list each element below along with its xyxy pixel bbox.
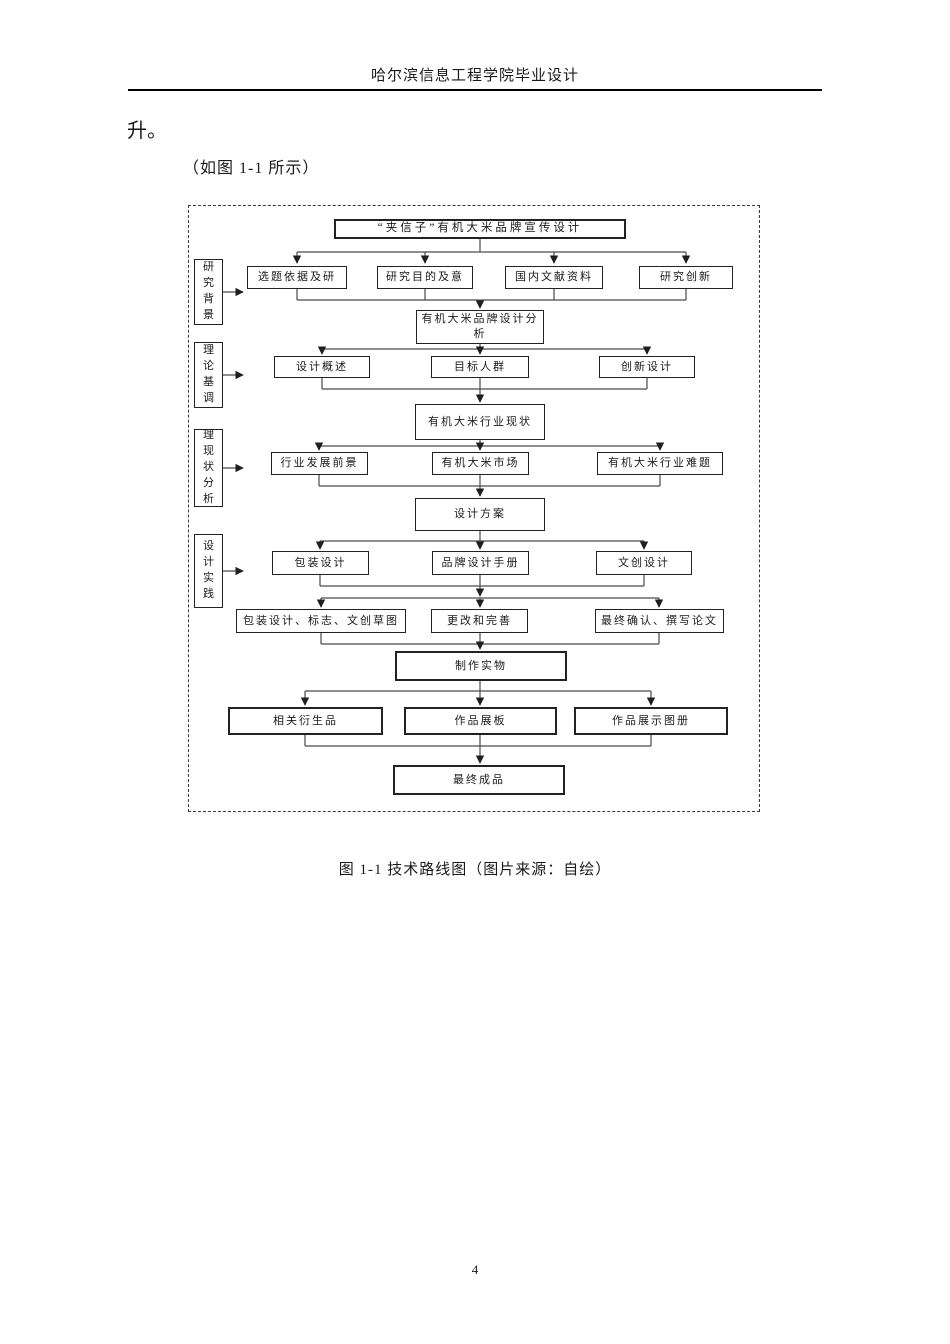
- flow-node-research-purpose: 研究目的及意: [377, 266, 473, 289]
- flow-node-physical-production: 制作实物: [395, 651, 567, 681]
- side-label-status-analysis: 理 现 状 分 析: [194, 429, 223, 507]
- flow-node-industry-prospects: 行业发展前景: [271, 452, 368, 475]
- flow-node-packaging-design: 包装设计: [272, 551, 369, 575]
- side-label-research-background: 研 究 背 景: [194, 259, 223, 325]
- flow-node-cultural-creative-design: 文创设计: [596, 551, 692, 575]
- flow-node-exhibition-board: 作品展板: [404, 707, 557, 735]
- side-label-design-practice: 设 计 实 践: [194, 534, 223, 608]
- flow-node-design-plan: 设计方案: [415, 498, 545, 531]
- flow-node-rice-market: 有机大米市场: [432, 452, 529, 475]
- flow-node-final-confirmation: 最终确认、撰写论文: [595, 609, 724, 633]
- flow-node-main-title: “夹信子”有机大米品牌宣传设计: [334, 219, 626, 239]
- flow-node-research-innovation: 研究创新: [639, 266, 733, 289]
- side-label-theoretical-basis: 理 论 基 调: [194, 342, 223, 408]
- flow-node-industry-challenges: 有机大米行业难题: [597, 452, 723, 475]
- flow-node-domestic-literature: 国内文献资料: [505, 266, 603, 289]
- flow-node-derivatives: 相关衍生品: [228, 707, 383, 735]
- flow-node-revision: 更改和完善: [431, 609, 528, 633]
- flow-node-final-product: 最终成品: [393, 765, 565, 795]
- page-header: 哈尔滨信息工程学院毕业设计: [370, 68, 579, 84]
- flow-node-innovative-design: 创新设计: [599, 356, 695, 378]
- body-paragraph: 升。: [127, 120, 167, 142]
- flow-connectors: [223, 239, 691, 764]
- page-number: 4: [471, 1262, 479, 1277]
- figure-reference: （如图 1-1 所示）: [183, 160, 320, 177]
- header-divider: [128, 89, 822, 91]
- figure-caption: 图 1-1 技术路线图（图片来源：自绘）: [338, 862, 612, 878]
- technical-route-flowchart: 研 究 背 景 理 论 基 调 理 现 状 分 析 设 计 实 践 “夹信子”有…: [188, 205, 760, 812]
- flow-node-design-overview: 设计概述: [274, 356, 370, 378]
- flow-node-brand-design-analysis: 有机大米品牌设计分析: [416, 310, 544, 344]
- flow-node-draft-sketches: 包装设计、标志、文创草图: [236, 609, 406, 633]
- flow-node-brand-manual: 品牌设计手册: [432, 551, 529, 575]
- flow-node-topic-basis: 选题依据及研: [247, 266, 347, 289]
- flow-node-display-album: 作品展示图册: [574, 707, 728, 735]
- flow-node-target-audience: 目标人群: [431, 356, 529, 378]
- flow-node-industry-status: 有机大米行业现状: [415, 404, 545, 440]
